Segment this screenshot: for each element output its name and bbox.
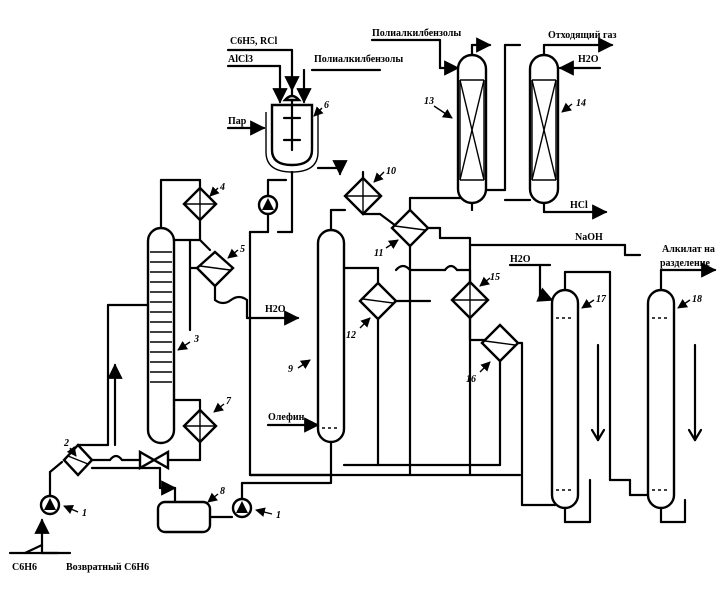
wash-column-17 xyxy=(550,288,580,510)
callout-13: 13 xyxy=(424,96,453,119)
tank-8 xyxy=(156,500,212,534)
callout-12: 12 xyxy=(346,317,371,341)
callout-16: 16 xyxy=(466,361,491,385)
equipment-number-16: 16 xyxy=(466,374,476,385)
callout-9: 9 xyxy=(288,359,311,375)
label-polyalkyl-top: Полиалкилбензолы xyxy=(372,28,461,39)
callout-5: 5 xyxy=(227,244,245,259)
reboiler-7 xyxy=(182,408,218,444)
separator-16 xyxy=(480,323,520,363)
benzene-feed-junction xyxy=(8,518,72,555)
separator-12 xyxy=(358,281,398,321)
feed-pump-1 xyxy=(39,494,61,516)
equipment-number-17: 17 xyxy=(596,294,607,305)
callout-2: 2 xyxy=(63,438,77,457)
equipment-number-1a: 1 xyxy=(82,508,87,519)
callout-1b: 1 xyxy=(255,507,281,521)
equipment-number-1b: 1 xyxy=(276,510,281,521)
label-naoh: NaOH xyxy=(575,232,603,243)
equipment-number-11: 11 xyxy=(374,248,383,259)
callout-4: 4 xyxy=(209,182,225,197)
reactor-6 xyxy=(265,88,319,173)
callout-8: 8 xyxy=(207,486,225,503)
callout-1a: 1 xyxy=(63,504,87,519)
label-water-wash: H2O xyxy=(510,254,531,265)
recycle-pump xyxy=(257,194,279,216)
label-alkylate-1: Алкилат на xyxy=(662,244,715,255)
callout-11: 11 xyxy=(374,239,399,259)
label-alkylate-2: разделение xyxy=(660,258,710,269)
condenser-4 xyxy=(182,186,218,222)
label-benzene-feed: C6H6 xyxy=(12,562,37,573)
callout-14: 14 xyxy=(561,98,586,113)
equipment-number-7: 7 xyxy=(226,396,232,407)
label-olefin: Олефин xyxy=(268,412,305,423)
label-steam: Пар xyxy=(228,116,247,127)
equipment-number-12: 12 xyxy=(346,330,356,341)
label-water-mid: H2O xyxy=(265,304,286,315)
equipment-number-14: 14 xyxy=(576,98,586,109)
separator-column-9 xyxy=(316,228,346,444)
equipment-number-10: 10 xyxy=(386,166,396,177)
separator-5 xyxy=(195,250,235,288)
wash-column-18 xyxy=(646,288,676,510)
callout-6: 6 xyxy=(313,100,329,117)
label-hcl: HCl xyxy=(570,200,588,211)
valve xyxy=(138,449,170,471)
callout-15: 15 xyxy=(479,272,500,287)
absorber-14 xyxy=(528,53,560,205)
equipment-number-5: 5 xyxy=(240,244,245,255)
equipment-number-2: 2 xyxy=(63,438,69,449)
absorber-13 xyxy=(456,53,488,205)
pump-1-second xyxy=(231,497,253,519)
callout-10: 10 xyxy=(373,166,396,183)
equipment-number-18: 18 xyxy=(692,294,702,305)
heat-exchanger-10 xyxy=(343,176,383,216)
equipment-number-3: 3 xyxy=(193,334,199,345)
equipment-number-4: 4 xyxy=(219,182,225,193)
heat-exchanger-15 xyxy=(450,280,490,320)
equipment-number-15: 15 xyxy=(490,272,500,283)
label-reagents: C6H5, RCl xyxy=(230,36,277,47)
equipment-number-8: 8 xyxy=(220,486,225,497)
equipment-number-9: 9 xyxy=(288,364,293,375)
distillation-column-3 xyxy=(146,226,176,445)
label-off-gas: Отходящий газ xyxy=(548,30,617,41)
label-water-top: H2O xyxy=(578,54,599,65)
equipment-number-13: 13 xyxy=(424,96,434,107)
label-catalyst: AlCl3 xyxy=(228,54,253,65)
label-polyalkyl-in: Полиалкилбензолы xyxy=(314,54,403,65)
heat-exchanger-2 xyxy=(62,443,94,477)
callout-7: 7 xyxy=(213,396,232,413)
callout-3: 3 xyxy=(177,334,199,351)
callout-18: 18 xyxy=(677,294,702,309)
label-return-benzene: Возвратный C6H6 xyxy=(66,562,149,573)
callout-17: 17 xyxy=(581,294,607,309)
equipment-number-6: 6 xyxy=(324,100,329,111)
